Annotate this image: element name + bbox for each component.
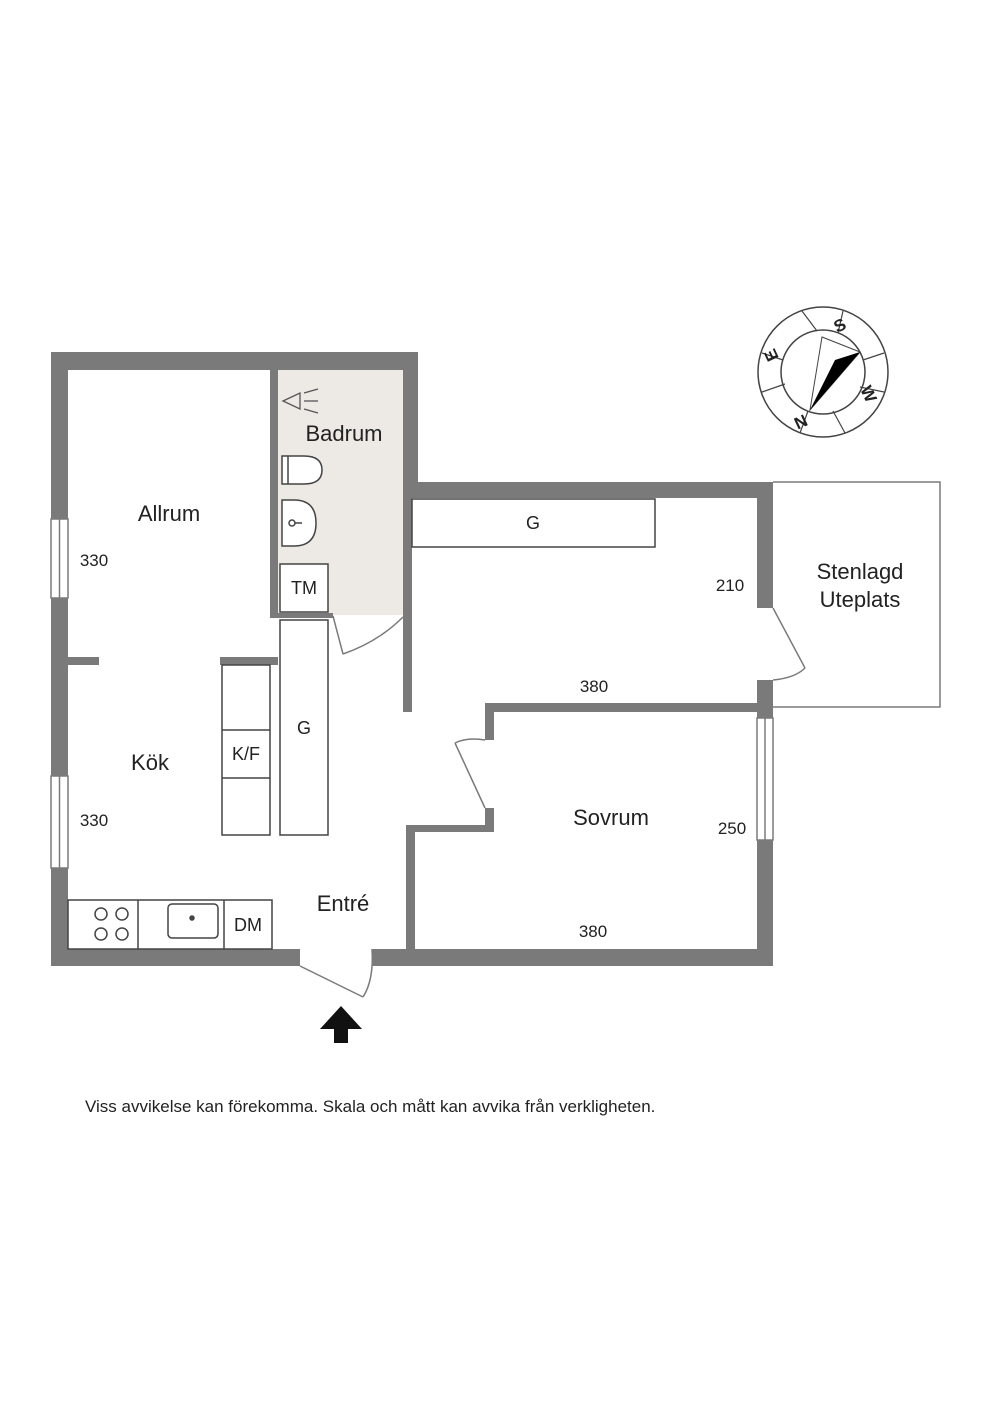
compass-icon: S W N E [757,306,889,438]
wall-bath-bottom [270,613,333,618]
stove [94,907,129,941]
wall-bottom-left [51,949,300,966]
kitchen-wardrobe [279,619,329,836]
dim-allrum-height: 330 [80,551,108,570]
wall-living-bath [270,352,278,617]
label-washer: TM [291,578,317,598]
label-kitchen-wardrobe: G [297,718,311,738]
hall-wardrobe [411,498,656,548]
windows [50,518,774,869]
dim-hall-width: 380 [580,677,608,696]
room-kok: Kök [131,750,170,775]
door-bath [332,615,344,655]
room-badrum: Badrum [305,421,382,446]
wall-bedroom-left-top [485,703,494,740]
door-patio [772,607,806,669]
wall-kitchen-stub-left [51,657,99,665]
wall-left-1 [51,352,68,519]
wall-right-3 [757,840,773,966]
room-entre: Entré [317,891,370,916]
wall-bedroom-left-bottom [485,808,494,830]
washer [279,563,329,613]
door-entrance [299,965,364,998]
dim-sovrum-depth: 250 [718,819,746,838]
room-uteplats-line2: Uteplats [820,587,901,612]
dim-hall-depth: 210 [716,576,744,595]
label-hall-wardrobe: G [526,513,540,533]
wall-bath-right [403,352,418,488]
wall-right-2 [757,680,773,718]
patio [773,481,941,708]
wall-top-right [403,482,773,498]
fixtures [67,455,656,950]
walls [51,352,773,966]
wall-hall-left [403,482,412,712]
wall-bedroom-left [406,825,415,949]
wall-right-1 [757,482,773,608]
dim-kok-height: 330 [80,811,108,830]
label-dishwasher: DM [234,915,262,935]
wall-left-2 [51,598,68,776]
kitchen-sink [167,903,219,939]
wall-top-left [51,352,418,370]
dim-sovrum-width: 380 [579,922,607,941]
toilet-icon [281,455,323,485]
room-uteplats-line1: Stenlagd [817,559,904,584]
wall-kitchen-stub-right [220,657,278,665]
wall-bedroom-top-left [406,825,494,832]
label-fridge-freezer: K/F [232,744,260,764]
wall-bottom-right [372,949,773,966]
wall-left-3 [51,868,68,966]
door-bedroom [454,742,486,809]
fridge-column [221,664,271,836]
disclaimer-text: Viss avvikelse kan förekomma. Skala och … [85,1097,656,1116]
doors [299,607,806,998]
entrance-arrow-icon [320,1006,362,1043]
wall-hall-bedroom [485,703,773,712]
shower-icon [281,388,319,414]
room-allrum: Allrum [138,501,200,526]
room-sovrum: Sovrum [573,805,649,830]
